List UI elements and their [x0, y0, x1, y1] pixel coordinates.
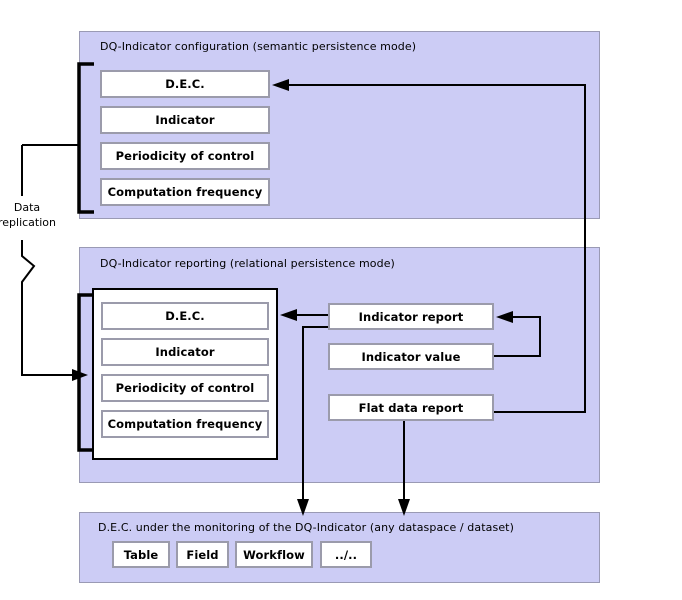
- reporting-box-indicator: Indicator: [101, 338, 269, 366]
- data-replication-label-line1: Data: [13, 201, 41, 214]
- replication-line-break: [21, 240, 36, 298]
- config-box-computation-frequency: Computation frequency: [100, 178, 270, 206]
- monitored-box-field: Field: [176, 541, 229, 568]
- panel-monitored-dec-title: D.E.C. under the monitoring of the DQ-In…: [98, 521, 514, 534]
- reporting-box-periodicity: Periodicity of control: [101, 374, 269, 402]
- panel-configuration-title: DQ-Indicator configuration (semantic per…: [100, 40, 417, 53]
- monitored-box-other: ../..: [320, 541, 372, 568]
- config-box-dec: D.E.C.: [100, 70, 270, 98]
- monitored-box-table: Table: [112, 541, 170, 568]
- reporting-box-flat-data-report: Flat data report: [328, 394, 494, 421]
- data-replication-label: Data replication: [0, 200, 66, 230]
- panel-reporting-title: DQ-Indicator reporting (relational persi…: [100, 257, 395, 270]
- reporting-box-dec: D.E.C.: [101, 302, 269, 330]
- replication-line-lower: [21, 298, 73, 376]
- reporting-box-indicator-value: Indicator value: [328, 343, 494, 370]
- config-box-indicator: Indicator: [100, 106, 270, 134]
- config-box-periodicity: Periodicity of control: [100, 142, 270, 170]
- reporting-box-indicator-report: Indicator report: [328, 303, 494, 330]
- reporting-box-computation-frequency: Computation frequency: [101, 410, 269, 438]
- monitored-box-workflow: Workflow: [235, 541, 313, 568]
- data-replication-label-line2: replication: [0, 216, 56, 229]
